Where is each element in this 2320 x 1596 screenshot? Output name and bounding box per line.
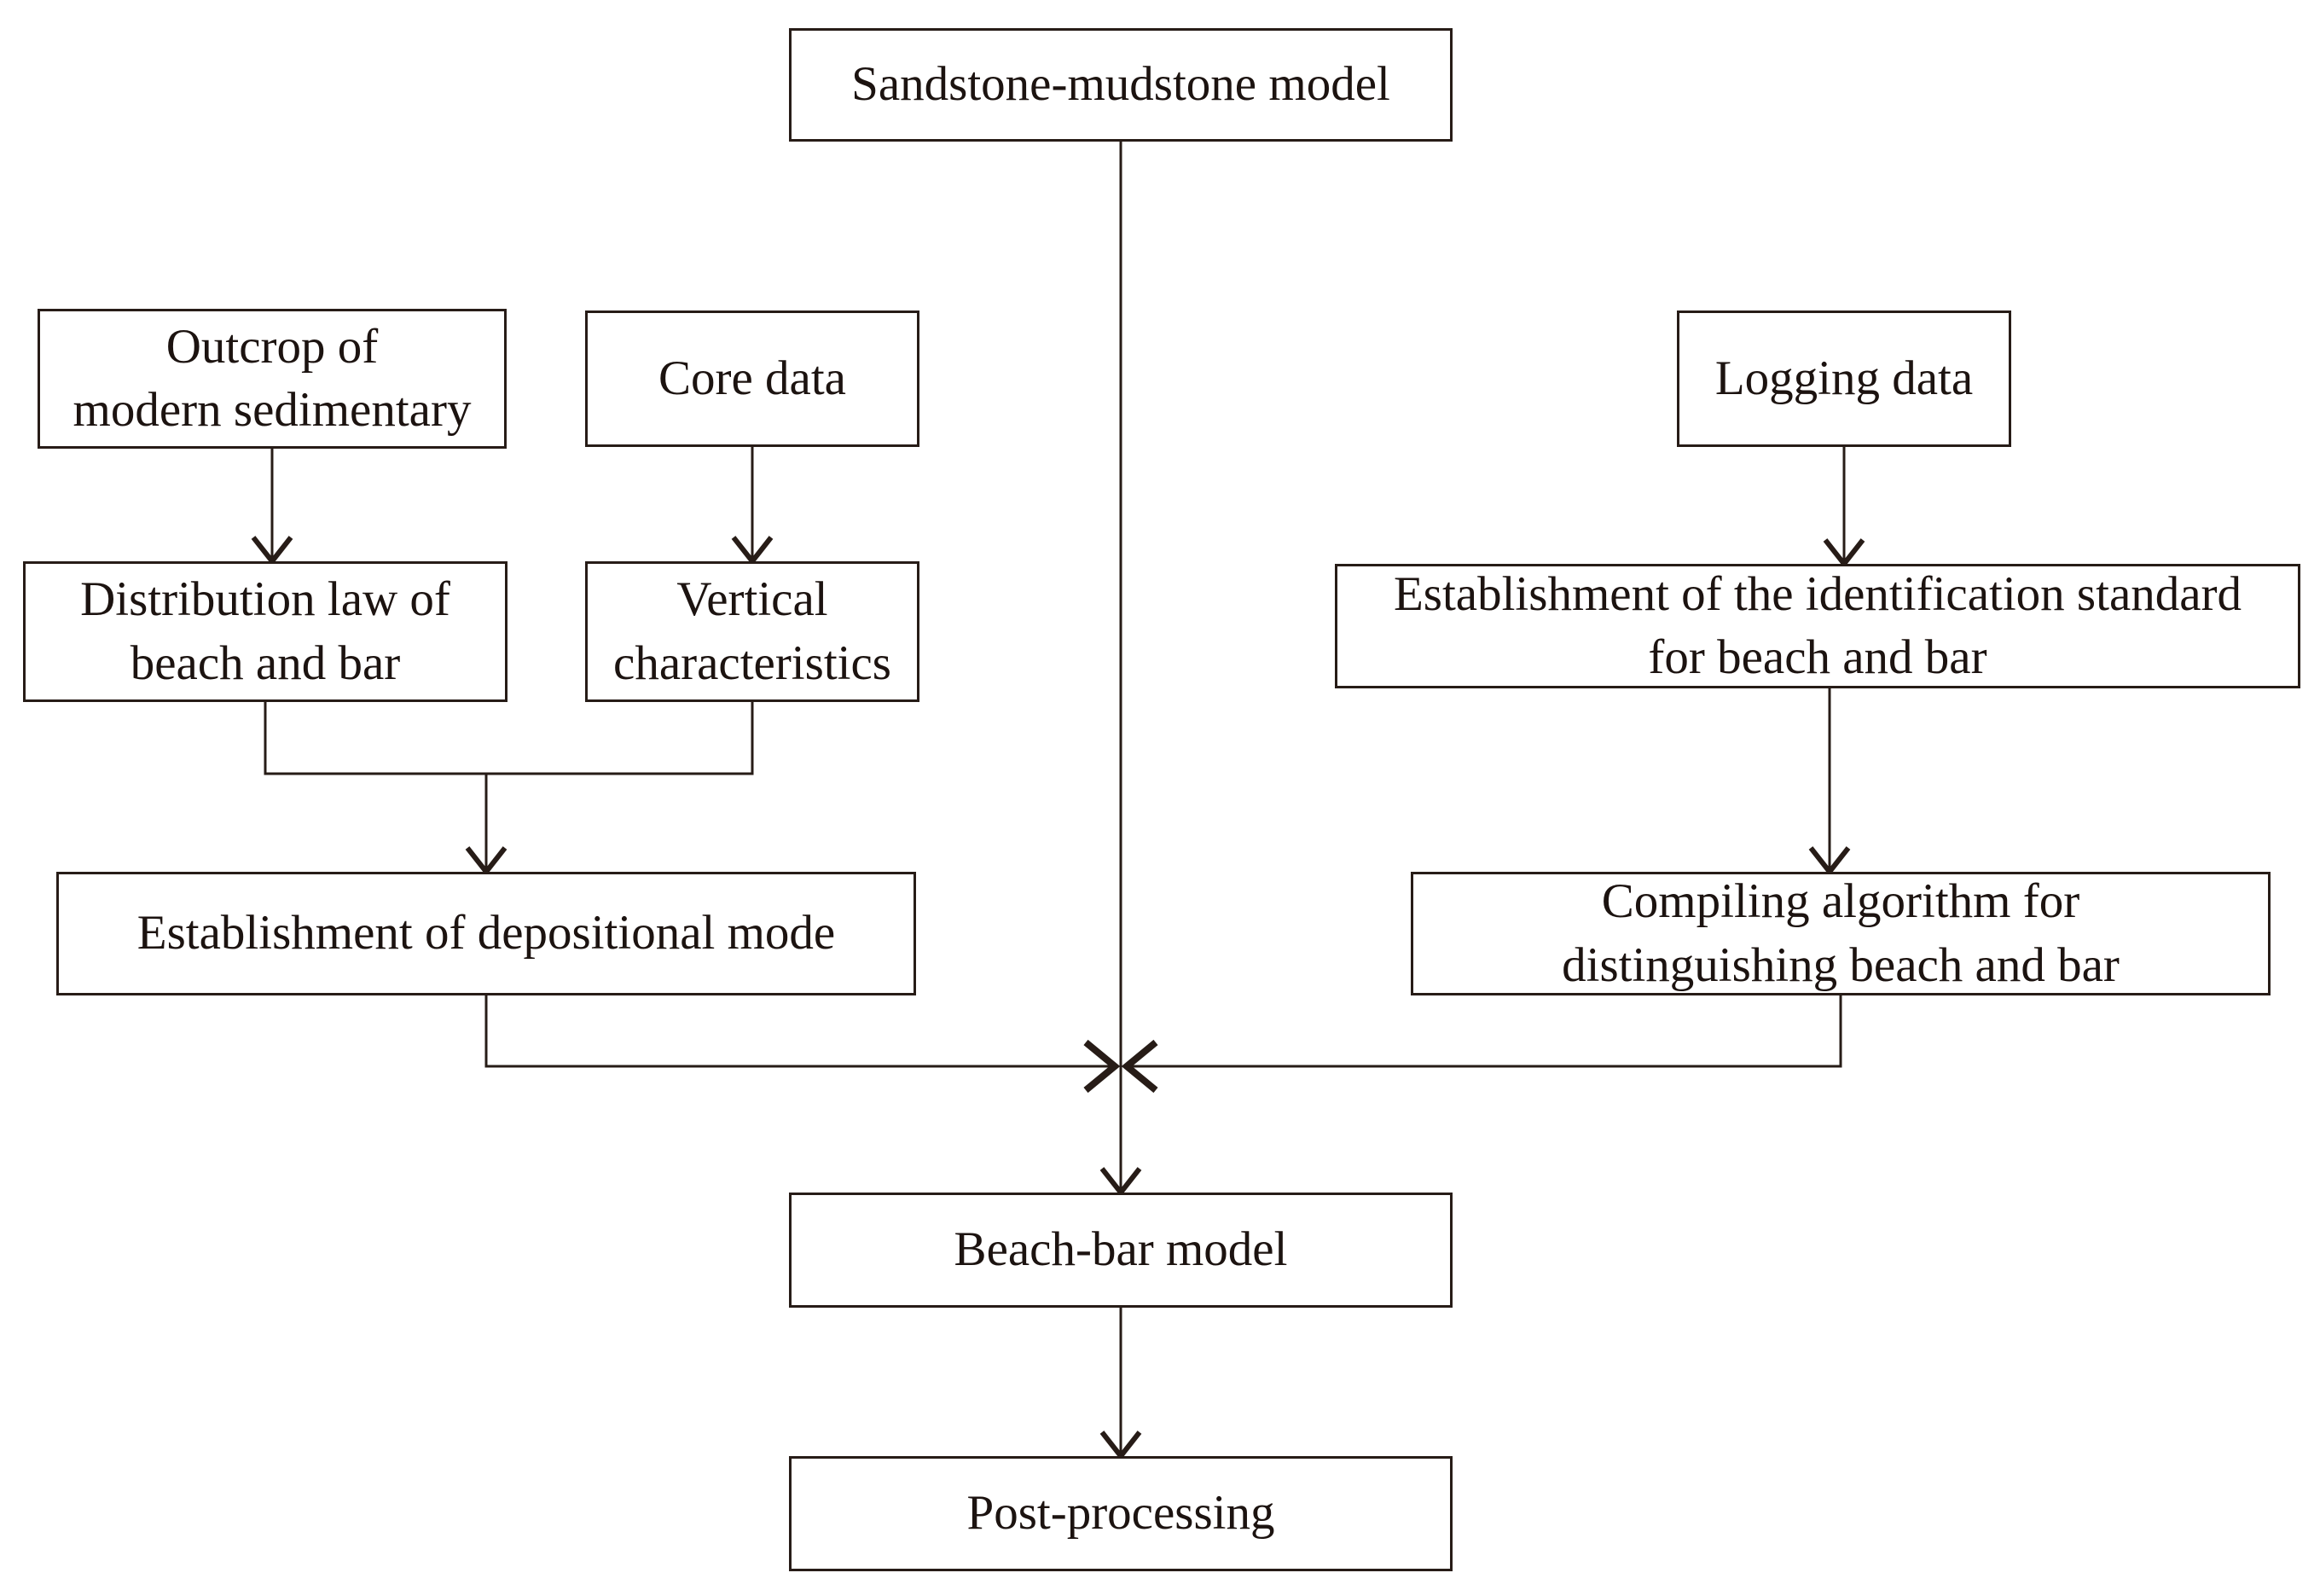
line-merge-distribution-vertical: [264, 702, 754, 775]
node-label: Vertical: [676, 572, 828, 627]
node-logging-data: Logging data: [1677, 310, 2011, 447]
node-compiling-algorithm: Compiling algorithm for distinguishing b…: [1411, 872, 2271, 995]
node-label: Compiling algorithm for: [1601, 874, 2080, 929]
node-beach-bar-model: Beach-bar model: [789, 1193, 1453, 1308]
node-label: Core data: [658, 351, 846, 405]
node-label: Distribution law of: [80, 572, 450, 627]
arrowhead-left-into-center-icon: [1121, 1039, 1158, 1094]
node-label: Sandstone-mudstone model: [851, 57, 1390, 112]
node-label: Establishment of the identification stan…: [1393, 566, 2242, 621]
line-depositional-to-center: [484, 995, 1115, 1068]
node-label: beach and bar: [130, 635, 401, 690]
node-label: characteristics: [613, 635, 891, 690]
node-outcrop-of-modern-sedimentary: Outcrop of modern sedimentary: [38, 309, 507, 449]
node-label: Beach-bar model: [954, 1222, 1288, 1277]
node-label: Establishment of depositional mode: [136, 906, 836, 961]
node-distribution-law-of-beach-and-bar: Distribution law of beach and bar: [23, 561, 508, 702]
node-vertical-characteristics: Vertical characteristics: [585, 561, 919, 702]
node-post-processing: Post-processing: [789, 1456, 1453, 1571]
node-sandstone-mudstone-model: Sandstone-mudstone model: [789, 28, 1453, 142]
node-label: distinguishing beach and bar: [1562, 937, 2120, 992]
node-label: Post-processing: [966, 1486, 1275, 1541]
line-compiling-to-center: [1127, 995, 1842, 1068]
arrowhead-right-into-center-icon: [1083, 1039, 1121, 1094]
node-core-data: Core data: [585, 310, 919, 447]
node-label: Logging data: [1714, 351, 1974, 405]
node-establishment-of-depositional-mode: Establishment of depositional mode: [56, 872, 916, 995]
node-identification-standard: Establishment of the identification stan…: [1335, 564, 2300, 688]
node-label: modern sedimentary: [72, 383, 472, 437]
node-label: for beach and bar: [1648, 630, 1987, 684]
node-label: Outcrop of: [165, 319, 379, 374]
